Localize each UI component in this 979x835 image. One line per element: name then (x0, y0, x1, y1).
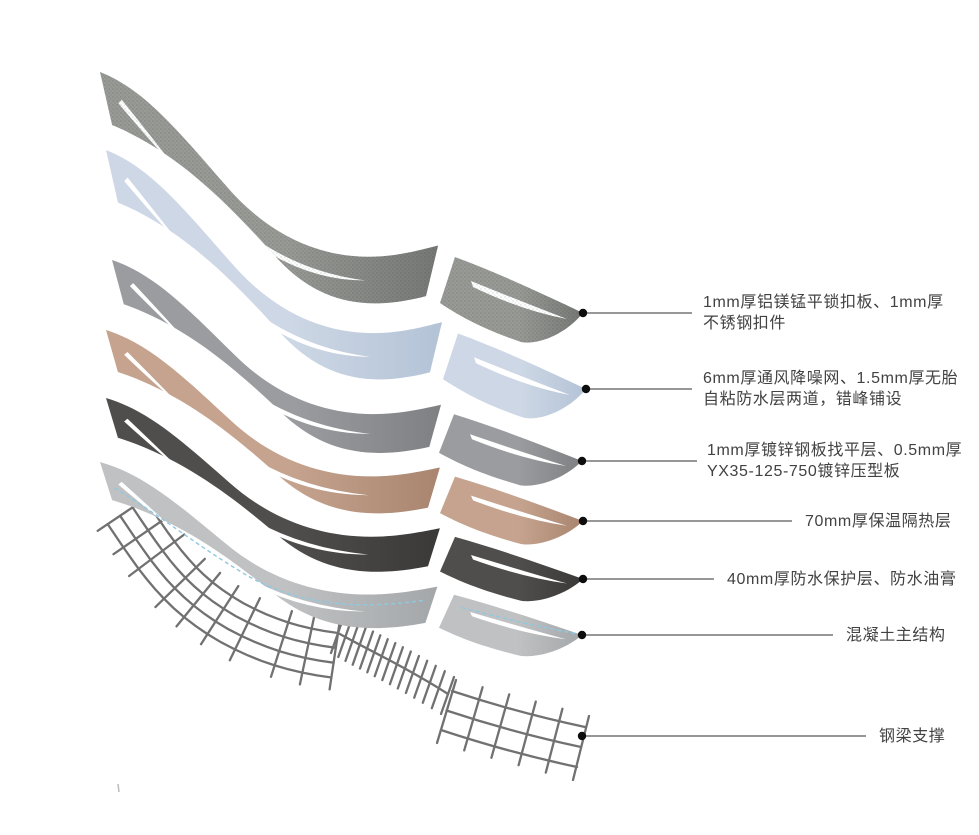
layer-label-line: 1mm厚铝镁锰平锁扣板、1mm厚 (703, 294, 944, 311)
layer-waterproof-protection (106, 398, 714, 602)
layer-label-line: 6mm厚通风降噪网、1.5mm厚无胎 (703, 370, 959, 387)
layer-sheet (112, 260, 441, 453)
layer-label-galvanized-leveling-sheet: 1mm厚镀锌钢板找平层、0.5mm厚 YX35-125-750镀锌压型板 (707, 440, 962, 482)
steel-grid-line (517, 700, 537, 767)
sheet-gap-highlight (129, 283, 190, 345)
layer-label-line: 不锈钢扣件 (703, 315, 787, 332)
layer-ventilation-noise-net (106, 150, 692, 419)
steel-grid-line (298, 615, 316, 686)
steel-grid-line (445, 709, 583, 749)
layer-sheet (106, 330, 440, 514)
steel-grid-line (450, 689, 587, 729)
steel-grid-line (228, 597, 262, 662)
layer-thermal-insulation (106, 330, 792, 545)
layer-concrete-structure (100, 462, 833, 657)
steel-grid-line (439, 675, 456, 716)
layer-label-steel-beam-support: 钢梁支撑 (879, 726, 945, 747)
steel-grid-line (404, 654, 421, 695)
steel-grid-line (439, 728, 579, 769)
mesh-texture (100, 72, 439, 304)
sheet-gap-highlight (124, 418, 185, 474)
layer-label-standing-seam-panel: 1mm厚铝镁锰平锁扣板、1mm厚不锈钢扣件 (703, 292, 944, 334)
steel-grid-line (118, 514, 335, 664)
sheet-gap-highlight (118, 481, 180, 535)
leader-dot (577, 731, 587, 741)
layer-label-line: 40mm厚防水保护层、防水油膏 (727, 570, 957, 588)
steel-grid-line (381, 641, 397, 682)
steel-grid-line (463, 686, 484, 752)
leader-dot (578, 574, 588, 584)
layer-label-waterproof-protection: 40mm厚防水保护层、防水油膏 (727, 569, 956, 590)
steel-grid-line (199, 584, 240, 646)
layer-label-concrete-structure: 混凝土主结构 (846, 625, 946, 646)
steel-grid-line (112, 513, 172, 556)
mesh-texture (440, 257, 583, 343)
steel-grid-line (131, 506, 337, 649)
steel-grid-line (127, 533, 186, 578)
steel-grid-line (388, 646, 405, 686)
layer-sheet (100, 462, 438, 629)
steel-grid-line (154, 557, 206, 609)
steel-grid-line (358, 630, 375, 670)
layer-label-line: 自粘防水层两道，错峰铺设 (703, 391, 903, 408)
leader-dot (577, 456, 587, 466)
steel-grid-line (269, 609, 294, 678)
steel-grid-line (175, 571, 222, 628)
steel-grid-line (373, 638, 389, 678)
steel-grid-line (351, 626, 367, 666)
layer-sheet (106, 150, 442, 380)
steel-grid-line (421, 664, 437, 704)
stray-mark (117, 783, 120, 793)
leader-dot (581, 384, 591, 394)
layer-label-line: YX35-125-750镀锌压型板 (707, 463, 901, 480)
cyan-dashed-line (114, 487, 424, 606)
steel-grid-line (490, 693, 511, 759)
steel-grid-line (336, 631, 450, 696)
steel-grid-line (571, 714, 591, 782)
steel-grid-line (430, 670, 446, 710)
steel-grid-line (106, 522, 333, 679)
steel-grid-line (344, 622, 360, 663)
steel-grid-line (435, 678, 458, 745)
sheet-gap-highlight (124, 352, 185, 411)
leader-dot (577, 630, 587, 640)
steel-grid-line (366, 634, 382, 674)
layer-label-line: 混凝土主结构 (846, 626, 946, 644)
layer-label-line: 70mm厚保温隔热层 (805, 512, 952, 530)
leader-dot (578, 308, 588, 318)
layer-label-ventilation-noise-net: 6mm厚通风降噪网、1.5mm厚无胎自粘防水层两道，错峰铺设 (703, 368, 958, 410)
steel-grid-line (396, 650, 412, 690)
steel-grid-line (143, 497, 340, 635)
layer-label-line: 1mm厚镀锌钢板找平层、0.5mm厚 (707, 442, 963, 459)
layer-steel-beam-support (96, 491, 866, 793)
layer-label-line: 钢梁支撑 (879, 727, 946, 745)
layer-label-thermal-insulation: 70mm厚保温隔热层 (805, 511, 951, 532)
sheet-gap-highlight (124, 177, 186, 251)
layer-standing-seam-panel (100, 72, 692, 343)
layer-galvanized-leveling-sheet (112, 260, 697, 486)
leader-dot (578, 516, 588, 526)
steel-grid-line (544, 707, 564, 774)
layer-sheet (106, 398, 440, 572)
steel-grid-line (413, 659, 429, 699)
